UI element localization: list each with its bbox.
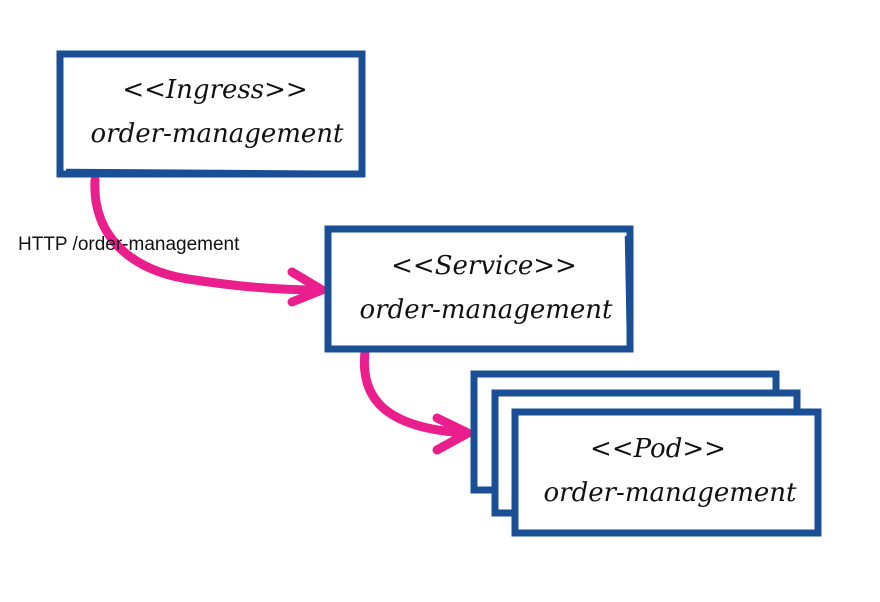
edge-label-http: HTTP /order-management — [18, 234, 240, 255]
pod-name: order-management — [544, 478, 798, 508]
ingress-stereotype: <<Ingress>> — [122, 75, 307, 105]
service-node: <<Service>> order-management — [324, 225, 634, 353]
service-stereotype: <<Service>> — [391, 251, 577, 281]
arrowhead-ingress-to-service — [287, 267, 327, 307]
service-box — [324, 225, 634, 353]
service-name: order-management — [360, 295, 614, 325]
arrowhead-service-to-pod — [432, 413, 473, 455]
ingress-box-sketch-line — [65, 168, 357, 174]
service-box-sketch-line — [624, 235, 630, 343]
pod-stereotype: <<Pod>> — [590, 434, 726, 464]
edge-service-to-pod — [359, 347, 473, 455]
ingress-box — [56, 50, 366, 178]
edge-ingress-to-service: HTTP /order-management — [18, 175, 327, 307]
pod-node-stack: <<Pod>> order-management — [470, 370, 822, 537]
arrow-service-to-pod — [359, 347, 470, 438]
pod-box-front — [511, 408, 822, 537]
arrow-ingress-to-service — [90, 175, 325, 295]
ingress-node: <<Ingress>> order-management — [56, 50, 366, 178]
ingress-name: order-management — [91, 119, 345, 149]
